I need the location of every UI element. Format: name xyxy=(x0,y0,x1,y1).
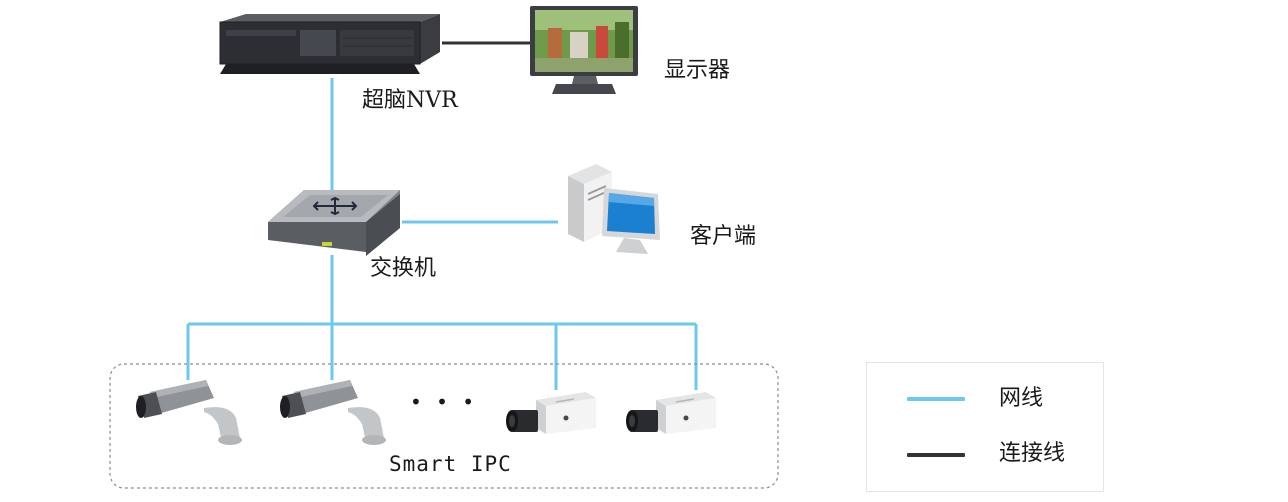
monitor-label: 显示器 xyxy=(664,58,731,83)
monitor-device xyxy=(530,6,638,94)
ellipsis-more-cameras: • • • xyxy=(410,390,479,414)
switch-label: 交换机 xyxy=(370,256,437,281)
legend-network-line-swatch xyxy=(907,397,965,401)
client-label: 客户端 xyxy=(690,224,757,249)
legend-network-line-label: 网线 xyxy=(999,386,1044,411)
ipc-group-box xyxy=(109,363,779,489)
legend-connection-line-label: 连接线 xyxy=(999,441,1066,466)
switch-device xyxy=(268,190,400,256)
nvr-label: 超脑NVR xyxy=(362,88,458,113)
bullet-camera-2 xyxy=(280,380,386,445)
box-camera-3 xyxy=(506,392,596,434)
box-camera-4 xyxy=(626,392,716,434)
legend: 网线 连接线 xyxy=(866,362,1104,492)
nvr-device xyxy=(219,14,440,74)
legend-connection-line-swatch xyxy=(907,453,965,457)
client-pc xyxy=(568,164,660,254)
bullet-camera-1 xyxy=(136,380,242,445)
ipc-group-label: Smart IPC xyxy=(389,452,512,476)
network-cables xyxy=(186,78,698,390)
